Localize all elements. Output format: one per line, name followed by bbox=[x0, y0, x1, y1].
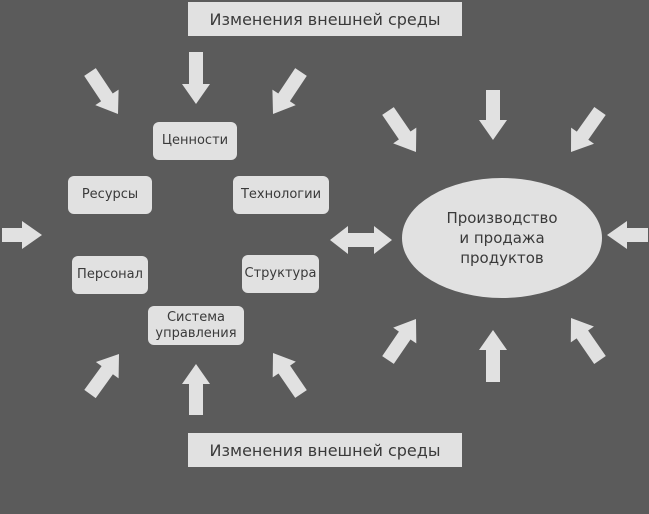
arrow-bottom-left-diag bbox=[84, 354, 119, 399]
arrow-right-bottom-right-diag bbox=[570, 318, 606, 364]
management-system-line1: Система bbox=[166, 309, 226, 325]
production-line3: продуктов bbox=[460, 249, 544, 267]
arrow-top-right-diag bbox=[272, 68, 307, 114]
arrow-right-top-left-diag bbox=[382, 107, 417, 152]
production-ellipse: Производство и продажа продуктов bbox=[402, 178, 602, 298]
personnel-box: Персонал bbox=[72, 256, 148, 294]
production-line1: Производство bbox=[446, 209, 558, 227]
bottom-banner: Изменения внешней среды bbox=[188, 433, 462, 467]
arrow-right-side-left bbox=[607, 221, 648, 249]
management-system-box: Система управления bbox=[148, 306, 244, 345]
arrow-bottom-right-diag bbox=[272, 353, 307, 398]
values-box: Ценности bbox=[153, 122, 237, 160]
arrow-right-top-right-diag bbox=[571, 107, 606, 152]
top-banner: Изменения внешней среды bbox=[188, 2, 462, 36]
arrow-right-bottom-left-diag bbox=[382, 319, 417, 364]
production-line2: и продажа bbox=[459, 229, 545, 247]
technologies-box: Технологии bbox=[233, 176, 329, 214]
arrow-right-bottom-up bbox=[479, 330, 507, 382]
arrow-top-down bbox=[182, 52, 210, 104]
management-system-line2: управления bbox=[155, 325, 237, 341]
structure-box: Структура bbox=[242, 255, 319, 293]
arrow-bottom-up bbox=[182, 364, 210, 415]
arrow-left-right bbox=[2, 221, 42, 249]
arrow-right-top-down bbox=[479, 90, 507, 140]
resources-box: Ресурсы bbox=[68, 176, 152, 214]
arrow-top-left-diag bbox=[84, 68, 119, 114]
bidirectional-arrow bbox=[330, 226, 392, 254]
